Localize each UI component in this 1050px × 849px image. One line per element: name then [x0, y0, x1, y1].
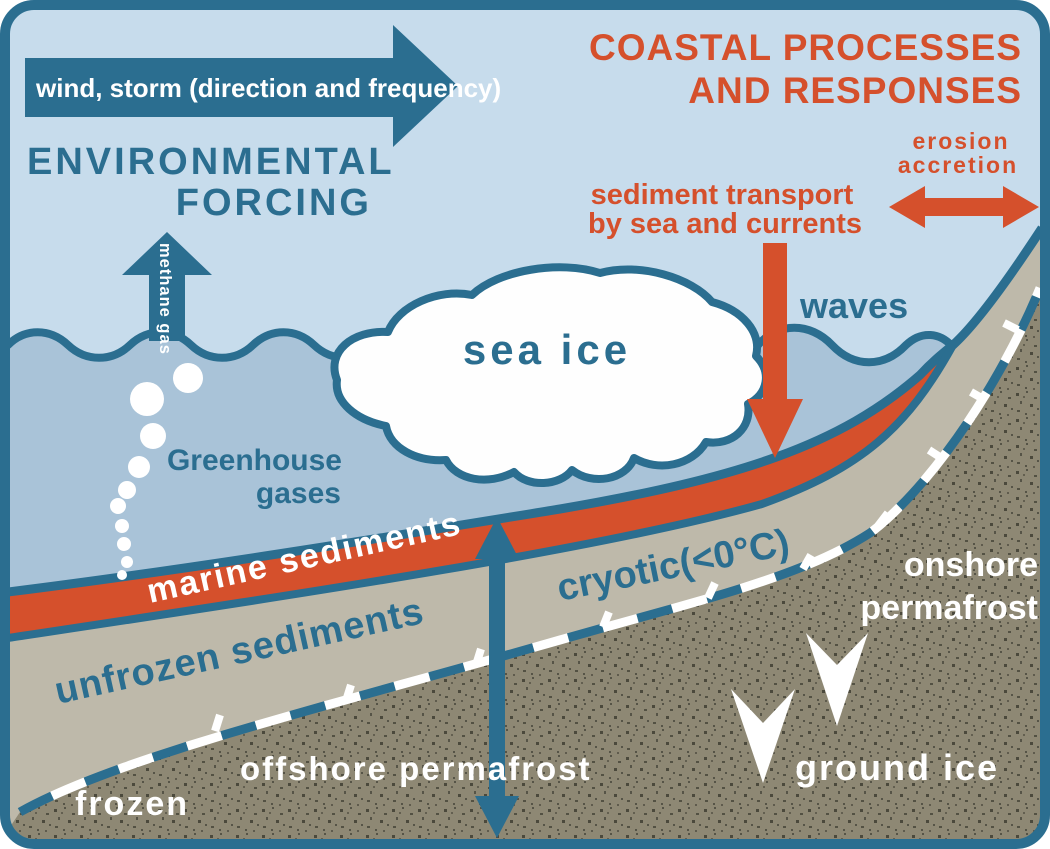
permafrost-table-boundary-teal: [17, 286, 1041, 816]
onshore-permafrost-line1: onshore: [904, 546, 1038, 584]
permafrost-table-boundary-white: [17, 286, 1041, 816]
permafrost-depth-arrow: [475, 517, 519, 838]
marine-sediments-bottom-outline: [9, 343, 957, 642]
greenhouse-gases-line1: Greenhouse: [167, 444, 342, 477]
ground-ice-chevron-right: [806, 633, 868, 726]
coastal-processes-line1: COASTAL PROCESSES: [589, 27, 1022, 68]
accretion-label: accretion: [898, 152, 1018, 178]
frozen-label: frozen: [75, 785, 189, 823]
onshore-permafrost-line2: permafrost: [860, 589, 1038, 627]
environmental-forcing-line1: ENVIRONMENTAL: [27, 141, 395, 183]
marine-sediments-layer: [9, 345, 953, 638]
ground-ice-chevron-left: [731, 689, 795, 783]
coastal-processes-line2: AND RESPONSES: [688, 70, 1022, 111]
wind-storm-label: wind, storm (direction and frequency): [35, 73, 501, 103]
greenhouse-gases-line2: gases: [256, 477, 341, 510]
ground-ice-label: ground ice: [795, 747, 999, 788]
waves-label: waves: [799, 285, 908, 326]
wind-storm-arrow: [25, 25, 458, 147]
sea-ice-shape: [330, 263, 770, 488]
methane-gas-label: methane gas: [156, 243, 174, 355]
erosion-accretion-arrow: [889, 186, 1039, 228]
environmental-forcing-line2: FORCING: [176, 182, 372, 224]
sediment-transport-arrow: [747, 243, 803, 458]
erosion-label: erosion: [912, 128, 1009, 154]
seabed-surface-outline: [9, 225, 1041, 597]
sea-ice-label: sea ice: [463, 326, 631, 373]
sediment-transport-line1: sediment transport: [591, 179, 854, 211]
permafrost-table-ticks: [211, 319, 1020, 733]
sediment-transport-line2: by sea and currents: [588, 208, 862, 240]
methane-gas-arrow: [122, 232, 212, 341]
gas-bubbles: [110, 363, 203, 580]
offshore-permafrost-label: offshore permafrost: [240, 750, 592, 787]
